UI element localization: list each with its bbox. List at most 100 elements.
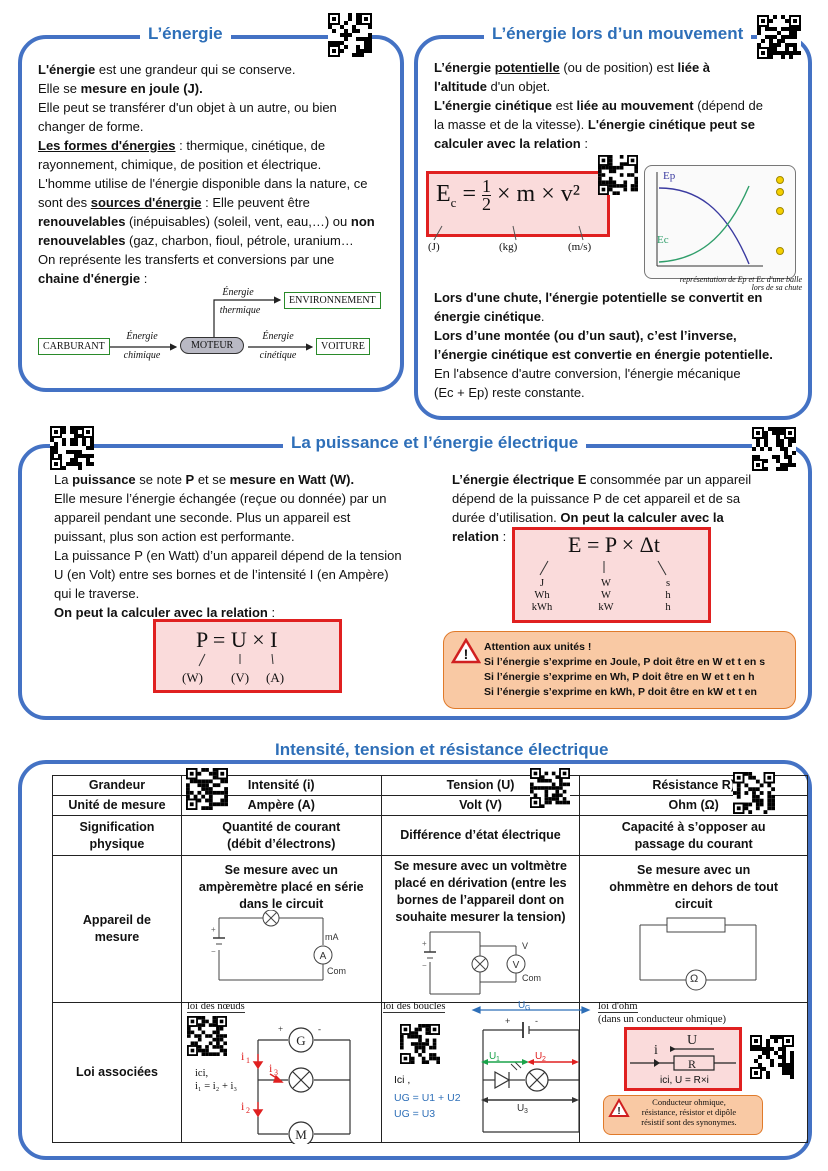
svg-text:R: R xyxy=(688,1057,696,1071)
energie-title: L’énergie xyxy=(140,24,231,44)
header-grandeur: Grandeur xyxy=(52,775,182,796)
warning-text: Attention aux unités ! Si l’énergie s’ex… xyxy=(484,641,766,698)
unit-joule: (J) xyxy=(428,241,440,253)
loi-noeuds-label: loi des nœuds xyxy=(187,1001,245,1013)
svg-text:1: 1 xyxy=(246,1056,250,1065)
qr-code-icon[interactable] xyxy=(530,768,570,808)
voltmeter-com-label: Com xyxy=(522,973,542,983)
carburant-box: CARBURANT xyxy=(38,338,110,355)
label-cinetique: cinétique xyxy=(259,350,297,361)
e-formula-box xyxy=(512,527,711,623)
lois-label: Loi associées xyxy=(52,1002,182,1143)
boucles-eq2: UG = U3 xyxy=(394,1108,436,1120)
qr-code-icon[interactable] xyxy=(187,1016,227,1056)
qr-code-icon[interactable] xyxy=(328,13,372,57)
graph-label-ec: Ec xyxy=(657,234,669,246)
voiture-box: VOITURE xyxy=(316,338,370,355)
puissance-title: La puissance et l’énergie électrique xyxy=(283,433,587,453)
ammeter-circuit: A + − xyxy=(211,910,333,981)
p-formula-box xyxy=(153,619,342,693)
svg-text:U: U xyxy=(517,1103,524,1114)
ep-ec-curves xyxy=(656,172,784,267)
noeuds-equation: i₁ = i₂ + i₃ xyxy=(195,1081,238,1092)
e-unit-ticks xyxy=(539,560,667,576)
svg-text:G: G xyxy=(525,1005,530,1012)
mouvement-conclusion: Lors d'une chute, l'énergie potentielle … xyxy=(434,290,773,400)
energie-text: L'énergie est une grandeur qui se conser… xyxy=(38,62,375,286)
label-energie-cinetique: Énergie xyxy=(262,331,294,342)
svg-text:V: V xyxy=(513,960,520,971)
svg-text:U: U xyxy=(489,1051,496,1062)
warning-icon: ! xyxy=(608,1098,630,1117)
units-warning xyxy=(443,631,796,709)
ohmmeter-omega: Ω xyxy=(690,973,699,985)
loi-ohm-sub: (dans un conducteur ohmique) xyxy=(598,1014,727,1025)
p-formula: P = U × I xyxy=(196,627,278,652)
ohm-equation: ici, U = R×i xyxy=(660,1075,709,1086)
qr-code-icon[interactable] xyxy=(733,772,775,814)
svg-text:-: - xyxy=(535,1016,538,1026)
energie-panel xyxy=(18,35,404,392)
mouvement-title: L’énergie lors d’un mouvement xyxy=(484,24,752,44)
svg-text:+: + xyxy=(278,1024,283,1034)
qr-code-icon[interactable] xyxy=(400,1024,440,1064)
ammeter-com-label: Com xyxy=(327,966,347,976)
svg-text:+: + xyxy=(505,1016,510,1026)
energy-graph: Ep Ec xyxy=(644,165,796,279)
svg-text:G: G xyxy=(296,1033,305,1048)
svg-text:−: − xyxy=(422,961,427,970)
svg-text:i: i xyxy=(654,1043,658,1058)
ohm-law-diagram: i U R xyxy=(630,1033,736,1071)
unit-ms: (m/s) xyxy=(568,241,592,253)
voltmeter-circuit: V + − xyxy=(422,931,526,995)
qr-code-icon[interactable] xyxy=(750,1035,794,1079)
svg-text:3: 3 xyxy=(274,1068,278,1077)
ohmmeter-circuit xyxy=(639,917,757,991)
svg-text:1: 1 xyxy=(496,1056,500,1063)
svg-text:-: - xyxy=(318,1024,321,1034)
svg-text:+: + xyxy=(211,925,216,934)
energie-electrique-text: L’énergie électrique E consommée par un … xyxy=(452,472,752,544)
svg-text:+: + xyxy=(422,939,427,948)
puissance-text: La puissance se note P et se mesure en W… xyxy=(54,472,402,620)
ohm-law-box xyxy=(624,1027,742,1091)
qr-code-icon[interactable] xyxy=(752,427,796,471)
p-unit-ticks xyxy=(198,653,274,667)
loi-boucles-label: loi des boucles xyxy=(383,1001,446,1013)
noeuds-ici: ici, xyxy=(195,1068,209,1079)
ohm-synonyms-note xyxy=(603,1095,763,1135)
boucles-eq1: UG = U1 + U2 xyxy=(394,1092,461,1104)
qr-code-icon[interactable] xyxy=(50,426,94,470)
label-thermique: thermique xyxy=(219,305,261,316)
environnement-box: ENVIRONNEMENT xyxy=(284,292,381,309)
svg-text:2: 2 xyxy=(246,1106,250,1115)
svg-text:M: M xyxy=(295,1127,307,1142)
graph-label-ep: Ep xyxy=(663,170,676,182)
unit-a: (A) xyxy=(266,670,285,685)
svg-text:3: 3 xyxy=(524,1108,528,1115)
svg-text:i: i xyxy=(269,1061,273,1075)
qr-code-icon[interactable] xyxy=(757,15,801,59)
svg-text:U: U xyxy=(518,1000,525,1011)
elec-title: Intensité, tension et résistance électri… xyxy=(267,740,617,760)
e-formula: E = P × Δt xyxy=(568,532,660,557)
qr-code-icon[interactable] xyxy=(186,768,228,810)
mouvement-text: L’énergie potentielle (ou de position) e… xyxy=(434,60,763,151)
moteur-box: MOTEUR xyxy=(180,337,245,354)
unit-v: (V) xyxy=(231,670,250,685)
svg-text:i: i xyxy=(241,1099,245,1113)
label-energie-thermique: Énergie xyxy=(222,287,254,298)
unit-w: (W) xyxy=(182,670,203,685)
warning-icon: ! xyxy=(451,638,481,664)
boucles-ici: Ici , xyxy=(394,1074,411,1086)
qr-code-icon[interactable] xyxy=(598,155,638,195)
loi-ohm-label: loi d'ohm xyxy=(598,1001,638,1013)
